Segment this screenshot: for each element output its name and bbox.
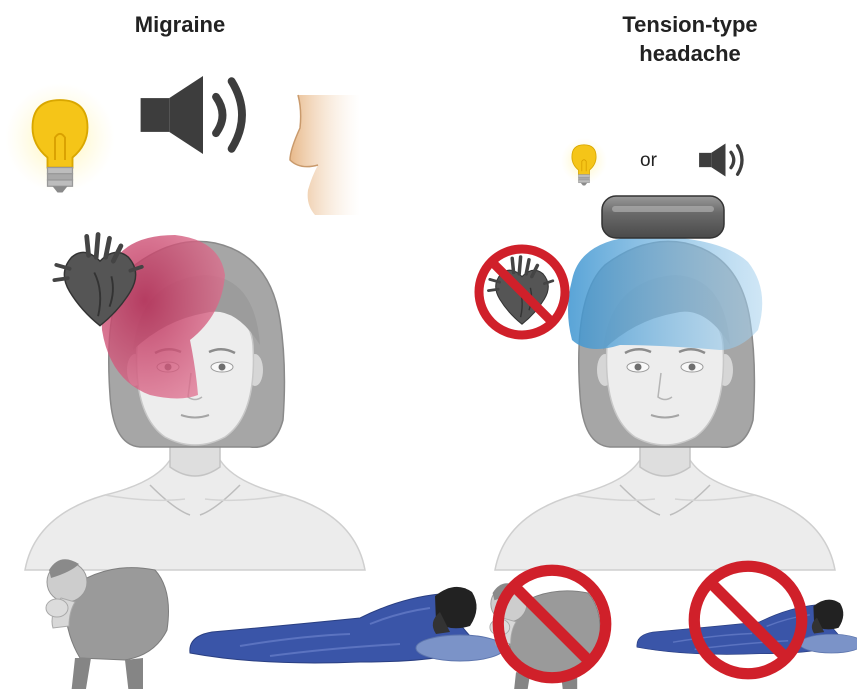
bed-rest-icon <box>190 587 504 663</box>
pressure-bar <box>602 196 724 238</box>
speaker-icon <box>141 76 242 154</box>
vomiting-person-icon <box>46 559 169 689</box>
bilateral-pain-band <box>568 236 762 350</box>
small-lightbulb-icon <box>561 138 607 186</box>
nose-icon <box>290 95 360 215</box>
small-bed-rest-icon <box>637 600 857 655</box>
small-speaker-icon <box>699 144 742 177</box>
